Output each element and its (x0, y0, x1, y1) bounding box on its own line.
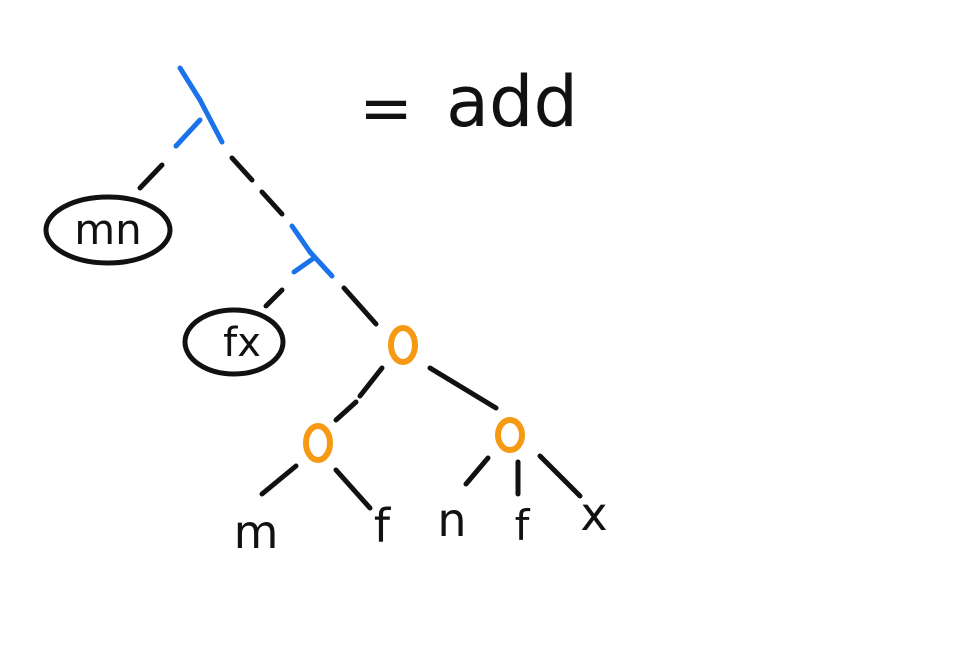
leaf-n: n (437, 493, 466, 547)
edges-root-children (333, 365, 499, 423)
leaf-f-left: f (374, 499, 392, 553)
fx-label: fx (223, 320, 261, 366)
fx-circle (182, 307, 286, 377)
application-node-right (495, 417, 525, 453)
leaf-m: m (234, 505, 279, 559)
edge-to-fx (263, 287, 285, 309)
application-node-left (303, 423, 333, 463)
edge-top-to-inner (229, 155, 285, 217)
function-name: add (446, 61, 578, 143)
edges-left-children (259, 463, 373, 511)
lambda-node-top (173, 65, 225, 149)
application-node-root (388, 325, 418, 365)
mn-label: mn (74, 205, 142, 254)
edges-right-children (463, 453, 583, 499)
edge-to-mn (137, 162, 165, 191)
edge-inner-to-app (341, 285, 379, 327)
bound-vars-mn: mn (43, 194, 173, 266)
leaf-f-right: f (515, 501, 531, 550)
bound-vars-fx: fx (182, 307, 286, 377)
leaf-x: x (580, 487, 607, 541)
equals-sign: = (359, 72, 413, 146)
lambda-node-inner (289, 223, 335, 279)
mn-circle (43, 194, 173, 266)
